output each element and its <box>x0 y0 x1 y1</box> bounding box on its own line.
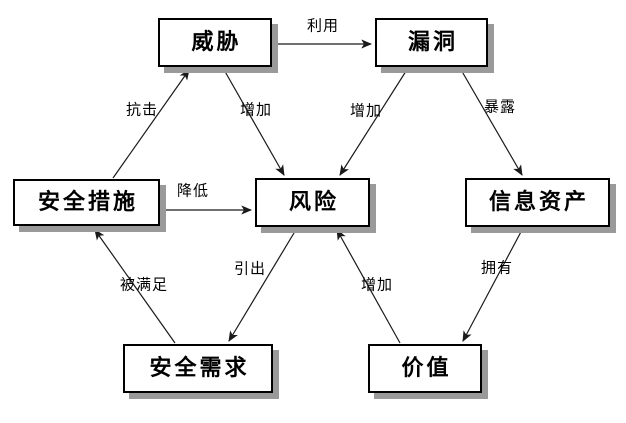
node-security-requirements: 安全需求 <box>123 344 273 393</box>
node-information-assets: 信息资产 <box>465 178 610 227</box>
node-information-assets-label: 信息资产 <box>488 189 589 215</box>
edge-label-increase-vuln-risk: 增加 <box>349 101 383 120</box>
arrow-increase-threat-risk <box>222 67 285 176</box>
node-threat: 威胁 <box>158 18 272 67</box>
arrow-lead-to <box>228 227 298 342</box>
node-risk: 风险 <box>255 178 370 227</box>
arrow-expose <box>459 67 523 176</box>
node-risk-label: 风险 <box>288 189 339 215</box>
node-security-measures: 安全措施 <box>13 179 160 226</box>
arrow-increase-value-risk <box>336 229 401 344</box>
node-security-requirements-label: 安全需求 <box>149 355 250 381</box>
edge-label-reduce: 降低 <box>176 181 210 200</box>
node-value: 价值 <box>368 344 482 393</box>
node-vulnerability-label: 漏洞 <box>407 29 458 55</box>
edge-label-increase-value-risk: 增加 <box>360 275 394 294</box>
node-vulnerability: 漏洞 <box>375 18 488 67</box>
node-value-label: 价值 <box>401 355 452 381</box>
edge-label-exploit: 利用 <box>306 16 340 35</box>
arrow-satisfied-by <box>94 229 176 344</box>
edge-label-resist: 抗击 <box>125 100 159 119</box>
arrow-possess <box>462 227 524 342</box>
edge-label-lead-to: 引出 <box>233 259 267 278</box>
node-security-measures-label: 安全措施 <box>37 189 138 215</box>
edge-label-expose: 暴露 <box>483 97 517 116</box>
arrow-resist <box>112 69 190 179</box>
node-threat-label: 威胁 <box>191 29 242 55</box>
edge-label-increase-threat-risk: 增加 <box>239 100 273 119</box>
edge-label-satisfied-by: 被满足 <box>119 275 169 294</box>
edge-label-possess: 拥有 <box>480 258 514 277</box>
arrow-increase-vuln-risk <box>339 67 409 176</box>
